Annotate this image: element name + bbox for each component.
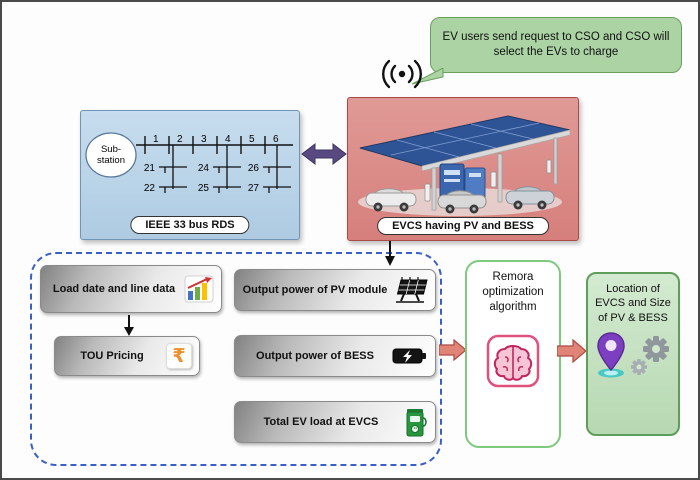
input-ev-load-label: Total EV load at EVCS [263, 415, 379, 428]
flow-arrow-1 [439, 339, 467, 361]
charge-post [490, 171, 497, 188]
branch-left [159, 145, 187, 193]
bus-number: 24 [198, 163, 210, 174]
input-tou-pricing-label: TOU Pricing [80, 349, 144, 362]
bus-number: 25 [198, 183, 210, 194]
result-label: Location of EVCS and Size of PV & BESS [595, 283, 671, 324]
branch-right [263, 145, 291, 193]
bus-number: 21 [144, 163, 156, 174]
battery-icon [392, 348, 426, 364]
evcs-title: EVCS having PV and BESS [377, 217, 549, 235]
bus-number: 22 [144, 183, 156, 194]
post [497, 153, 503, 203]
cabinet-panel [444, 170, 460, 175]
bus-number: 6 [273, 134, 279, 145]
input-bess-power: Output power of BESS [234, 335, 436, 377]
exchange-arrow-icon [301, 142, 347, 166]
post [431, 167, 437, 211]
location-pin-icon [597, 332, 625, 378]
input-pv-power: Output power of PV module [234, 269, 436, 311]
speech-bubble: EV users send request to CSO and CSO wil… [430, 17, 682, 73]
algorithm-label: Remora optimization algorithm [482, 271, 544, 313]
inputs-group [30, 252, 442, 466]
evcs-panel: EVCS having PV and BESS [347, 97, 579, 241]
branch-mid [213, 145, 241, 193]
input-load-line-data: Load date and line data [40, 265, 222, 313]
post [553, 137, 558, 185]
rds-diagram: Sub- station 1 2 3 4 5 6 [85, 132, 293, 194]
result-icons [588, 329, 678, 379]
input-tou-pricing: TOU Pricing ₹ [54, 336, 200, 376]
charge-post [546, 159, 552, 174]
algorithm-box: Remora optimization algorithm [465, 260, 561, 448]
bus-number: 26 [248, 163, 260, 174]
input-ev-load: Total EV load at EVCS [234, 401, 436, 443]
bus-number: 1 [153, 134, 159, 145]
growth-chart-icon [184, 275, 214, 303]
canopy-grid [390, 122, 540, 158]
input-pv-power-label: Output power of PV module [242, 283, 388, 296]
bus-numbers: 1 2 3 4 5 6 [153, 134, 279, 145]
bus-number: 27 [248, 183, 260, 194]
canopy-beam [421, 129, 571, 172]
wifi-icon [382, 59, 422, 89]
down-arrow [124, 315, 134, 336]
rds-title: IEEE 33 bus RDS [130, 216, 250, 234]
car [437, 190, 487, 214]
bus-number: 3 [201, 134, 207, 145]
bus-number: 4 [225, 134, 231, 145]
charge-post [424, 183, 431, 202]
brain-icon [486, 334, 540, 388]
result-box: Location of EVCS and Size of PV & BESS [586, 272, 680, 436]
rds-panel: Sub- station 1 2 3 4 5 6 [80, 110, 300, 240]
evcs-illustration [358, 115, 571, 216]
ev-charger-icon [406, 409, 427, 437]
cabinet-panel [469, 173, 481, 177]
flow-arrow-2 [557, 339, 587, 363]
cabinet-panel [444, 179, 460, 182]
substation-ellipse [85, 132, 137, 178]
input-load-line-data-label: Load date and line data [52, 282, 176, 295]
car [365, 188, 417, 212]
gears-icon [630, 335, 669, 375]
input-bess-power-label: Output power of BESS [256, 349, 374, 362]
substation-label-1: Sub- [101, 144, 121, 155]
rupee-icon: ₹ [166, 343, 192, 369]
car [505, 186, 555, 210]
solar-panel-icon [396, 277, 428, 303]
evcs-down-arrow [385, 241, 395, 266]
speech-bubble-text: EV users send request to CSO and CSO wil… [442, 31, 670, 58]
substation-label-2: station [97, 155, 125, 166]
bus-number: 5 [249, 134, 255, 145]
bus-number: 2 [177, 134, 183, 145]
